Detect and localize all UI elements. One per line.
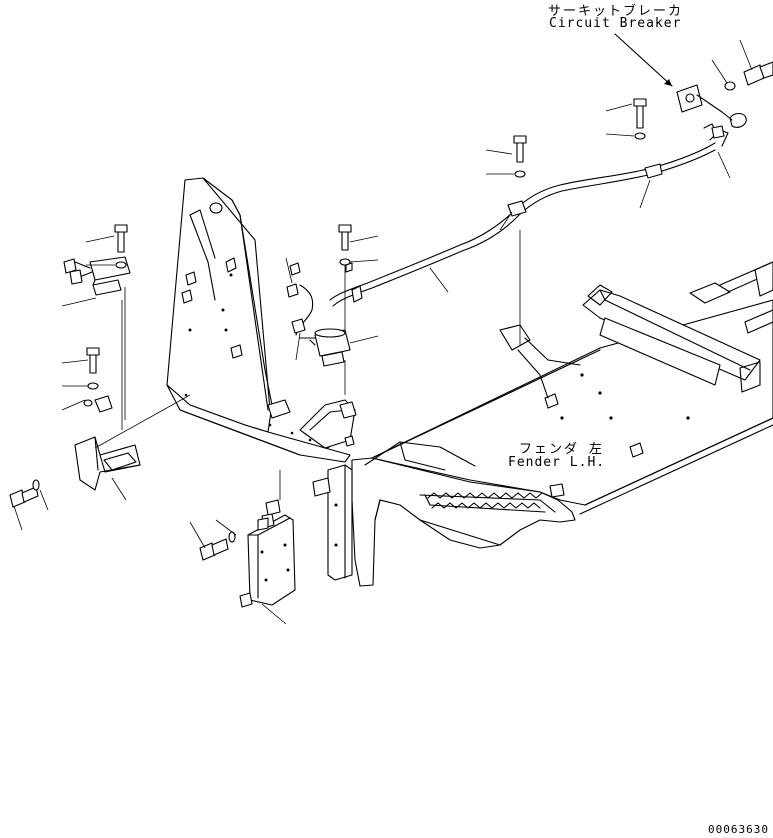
circuit-breaker-label-ja: サーキットブレーカ bbox=[548, 4, 684, 19]
fender-frame bbox=[372, 262, 773, 514]
circuit-breaker bbox=[615, 34, 746, 138]
circuit-breaker-label-en: Circuit Breaker bbox=[549, 16, 682, 31]
bolt-right-top bbox=[725, 62, 773, 90]
leader-lines bbox=[14, 40, 752, 624]
step-ladder bbox=[313, 442, 575, 586]
bolt-f bbox=[10, 480, 39, 507]
fender-label-en: Fender L.H. bbox=[508, 455, 606, 470]
fender-label-ja: フェンダ 左 bbox=[519, 442, 604, 457]
bolt-c bbox=[339, 225, 351, 265]
bolt-e bbox=[87, 348, 99, 389]
bolt-b bbox=[514, 136, 526, 177]
drawing-code: 00063630 bbox=[708, 823, 769, 836]
fasteners bbox=[10, 62, 773, 560]
lower-plate bbox=[240, 470, 295, 607]
column-plate bbox=[167, 178, 356, 462]
bolt-d bbox=[115, 225, 127, 268]
bolt-a bbox=[634, 99, 646, 139]
bolt-g bbox=[200, 532, 235, 560]
